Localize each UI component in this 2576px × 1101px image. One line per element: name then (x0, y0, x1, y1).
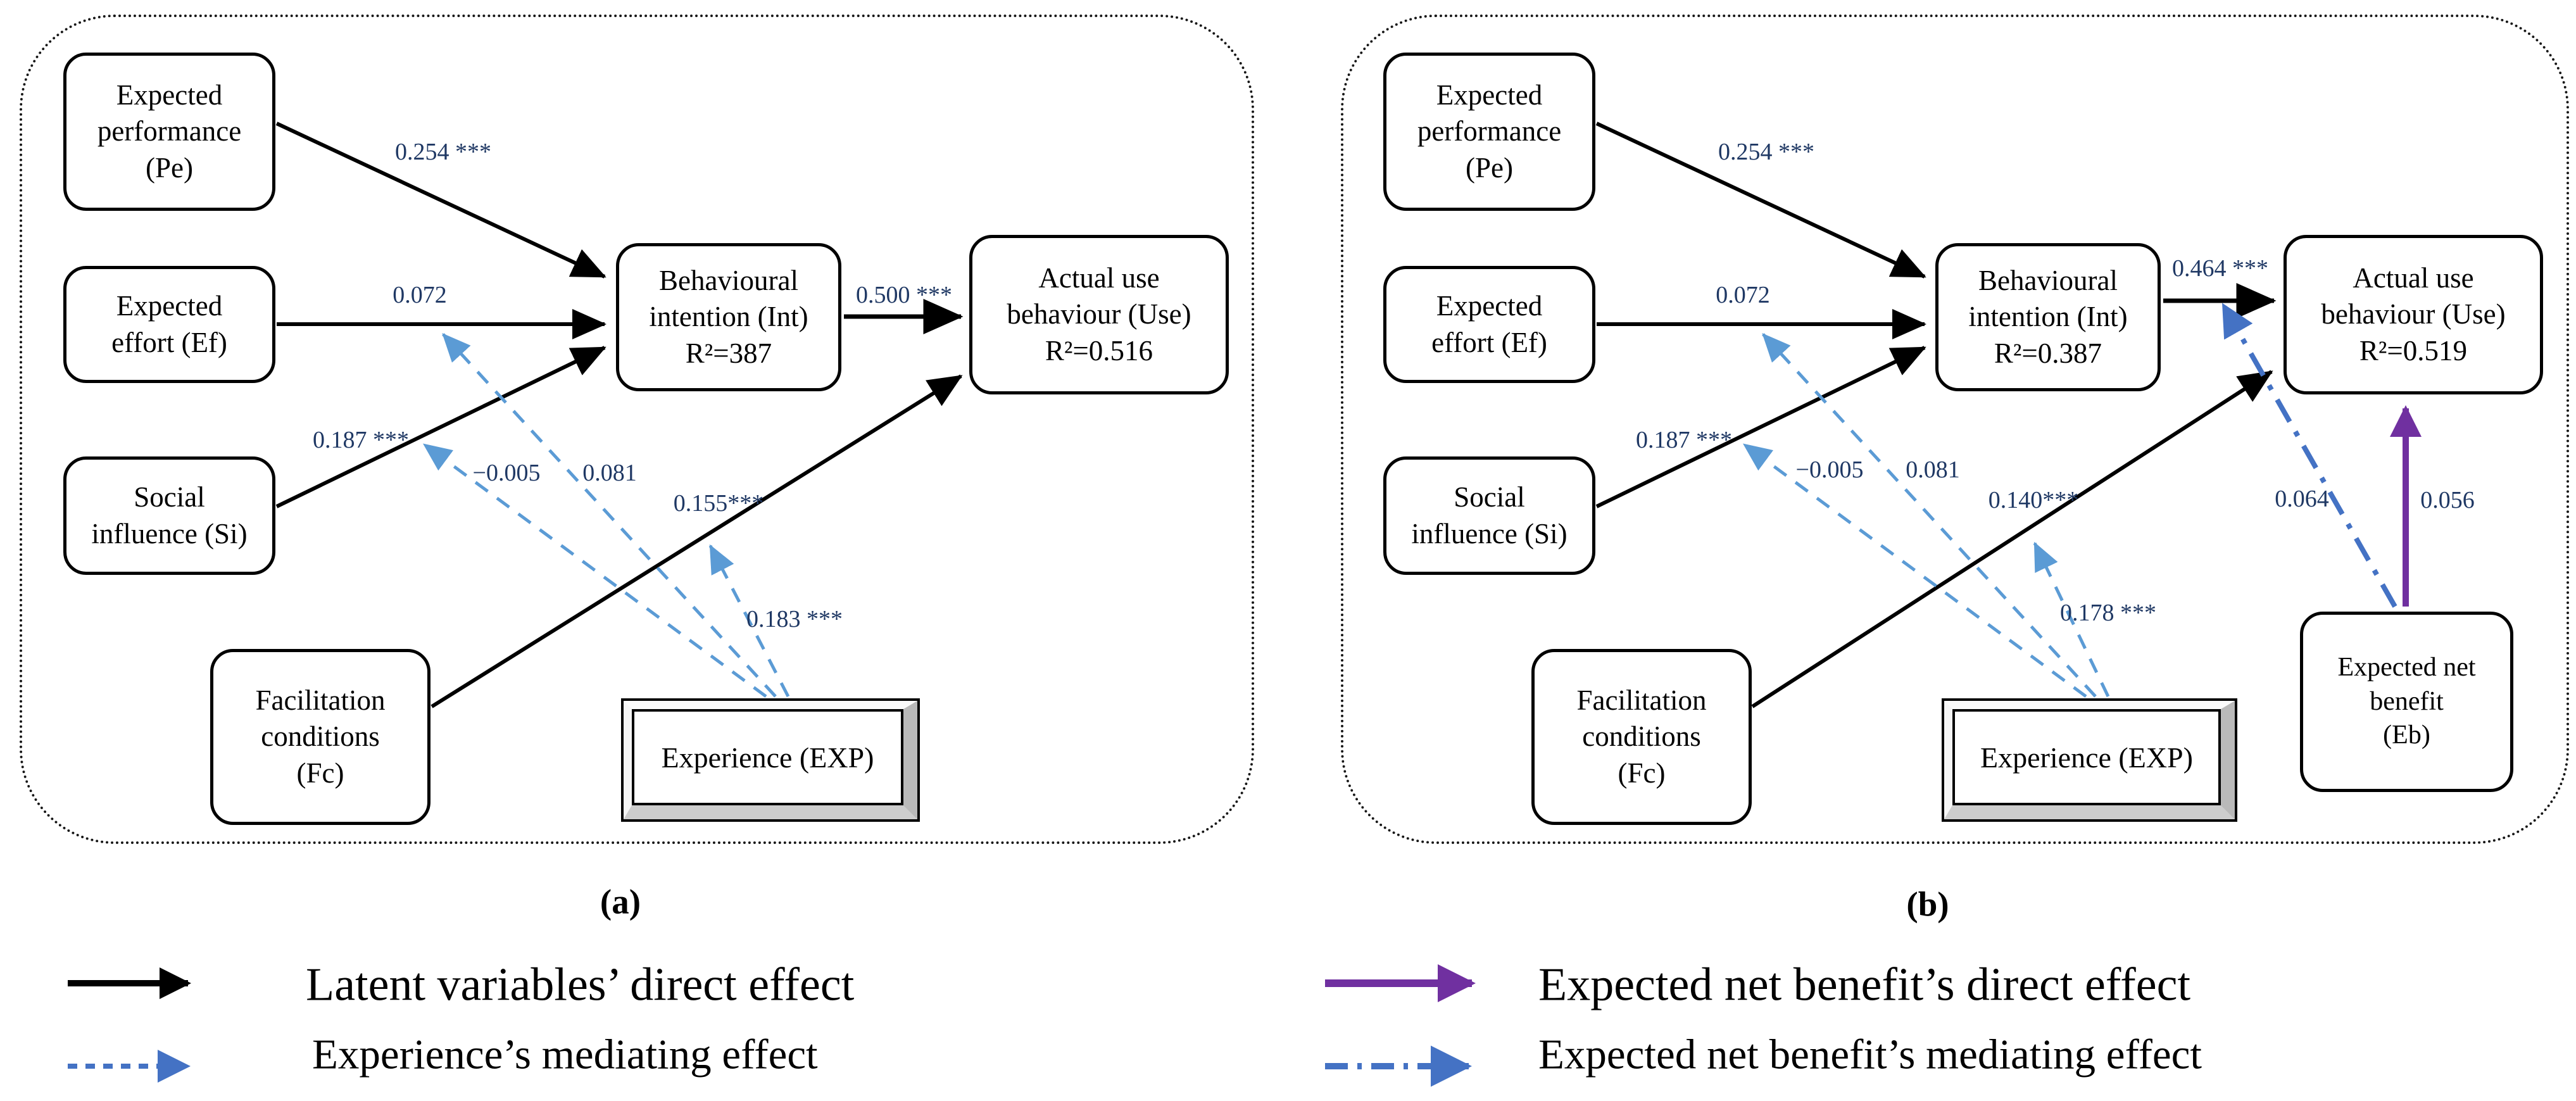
node-text-line: influence (Si) (91, 517, 248, 550)
node-text-line: effort (Ef) (1431, 326, 1547, 358)
experience-inner: Experience (EXP) (1952, 709, 2221, 805)
coef-med-ef-b: 0.081 (1906, 456, 1960, 483)
experience-bevel: Experience (EXP) (624, 701, 917, 819)
node-expected-net-benefit-b: Expected net benefit (Eb) (2300, 612, 2513, 792)
node-text-line: effort (Ef) (111, 326, 227, 358)
node-text-line: conditions (1582, 720, 1701, 753)
node-text-line: influence (Si) (1411, 517, 1568, 550)
experience-bevel: Experience (EXP) (1944, 701, 2235, 819)
node-text-line: (Fc) (1618, 757, 1666, 789)
node-social-influence-a: Social influence (Si) (63, 456, 275, 575)
node-text-line: intention (Int) (649, 301, 808, 333)
coef-med-si-b: −0.005 (1795, 456, 1864, 483)
coef-eb-direct-b: 0.056 (2420, 487, 2475, 513)
coef-pe-int-b: 0.254 *** (1718, 139, 1814, 165)
node-text-line: behaviour (Use) (1007, 298, 1191, 330)
coef-med-fc-a: 0.183 *** (746, 606, 843, 632)
node-experience-b: Experience (EXP) (1942, 698, 2237, 822)
node-text-line: Experience (EXP) (661, 741, 874, 774)
node-r-squared: R²=0.519 (2359, 334, 2468, 367)
node-facilitation-conditions-a: Facilitation conditions (Fc) (210, 649, 430, 825)
caption-panel-b: (b) (1906, 884, 1949, 924)
node-expected-performance-b: Expected performance (Pe) (1383, 53, 1595, 211)
coef-med-fc-b: 0.178 *** (2060, 600, 2156, 626)
caption-panel-a: (a) (600, 882, 641, 921)
node-actual-use-b: Actual use behaviour (Use) R²=0.519 (2284, 235, 2543, 394)
node-r-squared: R²=0.387 (1994, 337, 2102, 369)
coef-med-si-a: −0.005 (472, 460, 541, 486)
node-actual-use-a: Actual use behaviour (Use) R²=0.516 (969, 235, 1229, 394)
coef-fc-use-b: 0.140*** (1988, 487, 2079, 513)
node-text-line: conditions (261, 720, 380, 753)
legend-label-eb-mediating: Expected net benefit’s mediating effect (1538, 1031, 2202, 1078)
node-experience-a: Experience (EXP) (621, 698, 920, 822)
panel-b-frame (1341, 15, 2569, 844)
node-text-line: Social (134, 481, 205, 513)
coef-ef-int-b: 0.072 (1716, 282, 1770, 308)
node-behavioural-intention-b: Behavioural intention (Int) R²=0.387 (1935, 243, 2161, 391)
experience-inner: Experience (EXP) (632, 709, 903, 805)
coef-int-use-a: 0.500 *** (856, 282, 952, 308)
node-r-squared: R²=0.516 (1045, 334, 1153, 367)
node-text-line: (Pe) (1466, 151, 1513, 184)
node-text-line: performance (97, 115, 242, 148)
node-text-line: Expected (116, 289, 223, 322)
node-text-line: Experience (EXP) (1980, 741, 2193, 774)
node-text-line: Actual use (2353, 261, 2474, 294)
coef-si-int-a: 0.187 *** (313, 427, 409, 453)
node-text-line: intention (Int) (1968, 301, 2128, 333)
legend-label-eb-direct: Expected net benefit’s direct effect (1538, 959, 2191, 1011)
node-text-line: Behavioural (659, 264, 798, 296)
coef-pe-int-a: 0.254 *** (395, 139, 491, 165)
node-expected-effort-a: Expected effort (Ef) (63, 266, 275, 383)
node-text-line: Facilitation (255, 684, 386, 716)
node-text-line: Expected (1436, 289, 1543, 322)
panel-a-frame (20, 15, 1254, 844)
node-text-line: performance (1417, 115, 1562, 148)
node-text-line: Expected (116, 79, 223, 111)
node-r-squared: R²=387 (685, 337, 772, 369)
node-expected-performance-a: Expected performance (Pe) (63, 53, 275, 211)
node-text-line: (Eb) (2383, 720, 2430, 750)
coef-si-int-b: 0.187 *** (1636, 427, 1732, 453)
node-text-line: Expected net (2337, 652, 2476, 682)
node-behavioural-intention-a: Behavioural intention (Int) R²=387 (616, 243, 841, 391)
node-text-line: Expected (1436, 79, 1543, 111)
node-text-line: behaviour (Use) (2321, 298, 2506, 330)
node-text-line: benefit (2370, 686, 2444, 716)
node-text-line: (Fc) (296, 757, 344, 789)
node-text-line: Actual use (1038, 261, 1160, 294)
node-expected-effort-b: Expected effort (Ef) (1383, 266, 1595, 383)
coef-int-use-b: 0.464 *** (2172, 255, 2268, 282)
coef-med-ef-a: 0.081 (582, 460, 637, 486)
node-text-line: Facilitation (1576, 684, 1707, 716)
coef-ef-int-a: 0.072 (393, 282, 447, 308)
node-text-line: Behavioural (1978, 264, 2118, 296)
legend-label-experience-mediating: Experience’s mediating effect (312, 1031, 818, 1078)
node-text-line: Social (1454, 481, 1525, 513)
node-social-influence-b: Social influence (Si) (1383, 456, 1595, 575)
coef-fc-use-a: 0.155*** (673, 490, 764, 517)
node-text-line: (Pe) (146, 151, 193, 184)
node-facilitation-conditions-b: Facilitation conditions (Fc) (1531, 649, 1752, 825)
coef-eb-mediating-b: 0.064 (2275, 486, 2329, 512)
legend-label-latent-direct: Latent variables’ direct effect (306, 959, 855, 1011)
